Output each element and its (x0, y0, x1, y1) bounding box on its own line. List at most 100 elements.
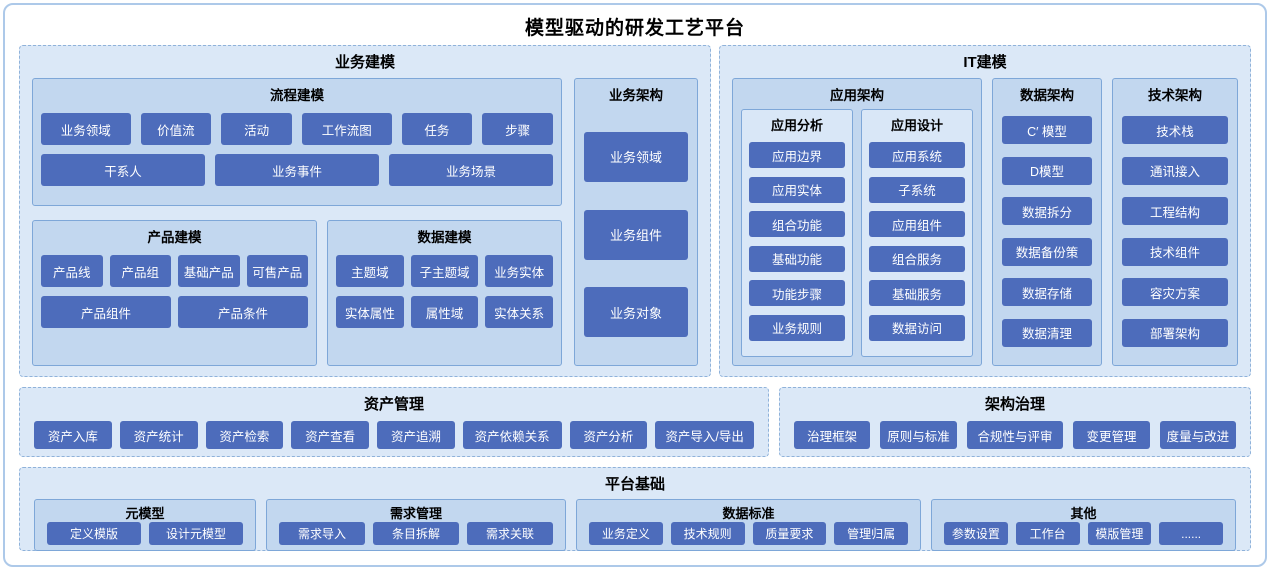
diagram-block: C′ 模型 (1002, 116, 1092, 145)
process-modeling-box: 流程建模 业务领域 价值流 活动 工作流图 任务 步骤 干系人 (32, 78, 562, 206)
meta-model-items: 定义模版 设计元模型 (47, 522, 243, 550)
diagram-block: 部署架构 (1122, 318, 1228, 347)
it-modeling-section: IT建模 应用架构 应用分析 应用边界 应用实体 组合功能 基础功能 (719, 45, 1251, 377)
diagram-block: 业务领域 (41, 113, 131, 145)
diagram-block: 容灾方案 (1122, 278, 1228, 307)
diagram-block: 应用边界 (749, 142, 845, 169)
diagram-block: 资产分析 (569, 421, 648, 449)
platform-foundation-boxes: 元模型 定义模版 设计元模型 需求管理 需求导入 条目拆解 需求关联 数据标 (34, 499, 1236, 551)
app-design-title: 应用设计 (890, 118, 943, 133)
diagram-block: 基础功能 (749, 245, 845, 272)
others-box: 其他 参数设置 工作台 模版管理 ...... (931, 499, 1236, 551)
platform-architecture-diagram: 模型驱动的研发工艺平台 业务建模 流程建模 业务领域 价值流 活动 工作流图 (3, 3, 1267, 567)
meta-model-title: 元模型 (125, 506, 165, 521)
diagram-block: 主题域 (336, 255, 404, 287)
diagram-block: 活动 (221, 113, 293, 145)
others-items: 参数设置 工作台 模版管理 ...... (944, 522, 1223, 550)
diagram-block: 属性域 (410, 296, 479, 328)
diagram-block: D模型 (1002, 156, 1092, 185)
tech-architecture-items: 技术栈 通讯接入 工程结构 技术组件 容灾方案 部署架构 (1122, 104, 1228, 359)
diagram-block: 产品线 (41, 255, 103, 287)
diagram-block: 产品条件 (178, 296, 308, 328)
diagram-block: 数据访问 (869, 314, 965, 341)
data-architecture-title: 数据架构 (1020, 88, 1074, 103)
diagram-block: 业务实体 (485, 255, 554, 287)
diagram-block: 原则与标准 (880, 421, 957, 449)
architecture-governance-items: 治理框架 原则与标准 合规性与评审 变更管理 度量与改进 (794, 421, 1236, 449)
data-architecture-items: C′ 模型 D模型 数据拆分 数据备份策 数据存储 数据清理 (1002, 104, 1092, 359)
data-modeling-row-1: 主题域 子主题域 业务实体 (336, 255, 554, 287)
diagram-block: 条目拆解 (373, 522, 459, 545)
diagram-block: 资产统计 (119, 421, 198, 449)
diagram-block: 工作台 (1015, 522, 1080, 545)
requirement-management-title: 需求管理 (389, 506, 442, 521)
diagram-block: 价值流 (140, 113, 212, 145)
diagram-block: 设计元模型 (149, 522, 243, 545)
diagram-block: 需求关联 (467, 522, 553, 545)
asset-management-items: 资产入库 资产统计 资产检索 资产查看 资产追溯 资产依赖关系 资产分析 资产导… (34, 421, 754, 449)
diagram-block: 应用实体 (749, 176, 845, 203)
diagram-block: 治理框架 (794, 421, 871, 449)
product-modeling-box: 产品建模 产品线 产品组 基础产品 可售产品 产品组件 产品条件 (32, 220, 317, 366)
diagram-block: ...... (1159, 522, 1223, 545)
business-architecture-items: 业务领域 业务组件 业务对象 (584, 104, 688, 365)
requirement-management-box: 需求管理 需求导入 条目拆解 需求关联 (266, 499, 566, 551)
tech-architecture-title: 技术架构 (1148, 88, 1202, 103)
others-title: 其他 (1070, 506, 1097, 521)
diagram-block: 业务规则 (749, 314, 845, 341)
app-architecture-box: 应用架构 应用分析 应用边界 应用实体 组合功能 基础功能 功能步骤 (732, 78, 982, 366)
diagram-block: 步骤 (482, 113, 554, 145)
business-architecture-box: 业务架构 业务领域 业务组件 业务对象 (574, 78, 698, 366)
data-standard-box: 数据标准 业务定义 技术规则 质量要求 管理归属 (576, 499, 921, 551)
app-design-items: 应用系统 子系统 应用组件 组合服务 基础服务 数据访问 (869, 134, 965, 349)
diagram-block: 管理归属 (834, 522, 908, 545)
diagram-block: 业务领域 (584, 131, 688, 182)
diagram-block: 工作流图 (302, 113, 392, 145)
asset-management-section: 资产管理 资产入库 资产统计 资产检索 资产查看 资产追溯 资产依赖关系 资产分… (19, 387, 769, 457)
platform-foundation-section: 平台基础 元模型 定义模版 设计元模型 需求管理 需求导入 条目拆解 需求关联 (19, 467, 1251, 551)
it-modeling-title: IT建模 (963, 54, 1007, 71)
diagram-block: 业务定义 (589, 522, 663, 545)
requirement-management-items: 需求导入 条目拆解 需求关联 (279, 522, 553, 550)
diagram-block: 组合服务 (869, 245, 965, 272)
diagram-block: 技术栈 (1122, 116, 1228, 145)
diagram-block: 合规性与评审 (966, 421, 1064, 449)
diagram-block: 基础服务 (869, 280, 965, 307)
diagram-block: 质量要求 (752, 522, 827, 545)
diagram-block: 工程结构 (1122, 197, 1228, 226)
diagram-block: 资产依赖关系 (462, 421, 562, 449)
diagram-block: 资产追溯 (377, 421, 455, 449)
asset-management-title: 资产管理 (363, 396, 424, 413)
app-design-box: 应用设计 应用系统 子系统 应用组件 组合服务 基础服务 数据访问 (861, 109, 973, 357)
diagram-block: 产品组 (109, 255, 171, 287)
app-architecture-title: 应用架构 (830, 88, 884, 103)
diagram-block: 通讯接入 (1122, 156, 1228, 185)
diagram-block: 资产导入/导出 (655, 421, 754, 449)
diagram-block: 任务 (401, 113, 473, 145)
diagram-block: 资产查看 (291, 421, 370, 449)
diagram-block: 数据备份策 (1002, 237, 1092, 266)
business-modeling-section: 业务建模 流程建模 业务领域 价值流 活动 工作流图 任务 步骤 (19, 45, 711, 377)
it-modeling-content: 应用架构 应用分析 应用边界 应用实体 组合功能 基础功能 功能步骤 (732, 78, 1238, 366)
business-modeling-title: 业务建模 (334, 54, 395, 71)
tech-architecture-box: 技术架构 技术栈 通讯接入 工程结构 技术组件 容灾方案 部署架构 (1112, 78, 1238, 366)
process-modeling-title: 流程建模 (270, 88, 324, 103)
diagram-block: 技术组件 (1122, 237, 1228, 266)
diagram-block: 资产入库 (34, 421, 112, 449)
product-modeling-title: 产品建模 (147, 230, 202, 245)
app-analysis-box: 应用分析 应用边界 应用实体 组合功能 基础功能 功能步骤 业务规则 (741, 109, 853, 357)
data-modeling-title: 数据建模 (417, 230, 472, 245)
business-architecture-title: 业务架构 (609, 88, 663, 103)
diagram-block: 模版管理 (1087, 522, 1152, 545)
diagram-block: 参数设置 (944, 522, 1008, 545)
modeling-row: 业务建模 流程建模 业务领域 价值流 活动 工作流图 任务 步骤 (19, 45, 1251, 377)
platform-foundation-title: 平台基础 (604, 476, 665, 493)
data-standard-items: 业务定义 技术规则 质量要求 管理归属 (589, 522, 908, 550)
diagram-block: 实体关系 (485, 296, 554, 328)
business-modeling-content: 流程建模 业务领域 价值流 活动 工作流图 任务 步骤 干系人 (32, 78, 698, 366)
diagram-block: 数据清理 (1002, 318, 1092, 347)
diagram-block: 需求导入 (279, 522, 365, 545)
app-architecture-columns: 应用分析 应用边界 应用实体 组合功能 基础功能 功能步骤 业务规则 (741, 109, 973, 357)
diagram-block: 业务组件 (584, 209, 688, 260)
data-modeling-row-2: 实体属性 属性域 实体关系 (336, 296, 554, 328)
